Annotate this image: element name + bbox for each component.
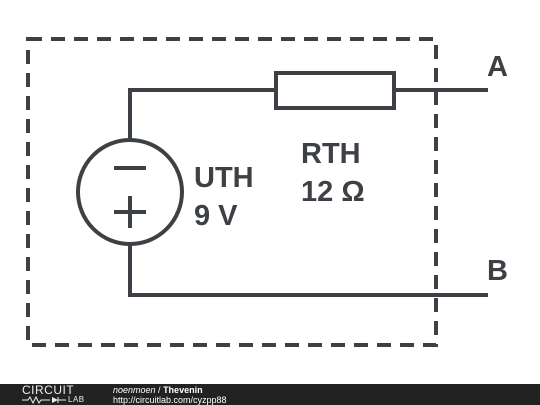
author-link[interactable]: noenmoen [113,385,156,395]
source-value: 9 V [194,200,238,232]
resistor-rth [274,71,396,110]
resistor-value: 12 Ω [301,176,365,208]
source-label: UTH [194,162,254,194]
logo-text-bottom: LAB [68,395,85,404]
voltage-source-uth [76,138,184,246]
terminal-b-label: B [487,255,508,287]
footer-attribution: noenmoen / Thevenin [113,385,203,395]
thevenin-box-outline [26,37,438,347]
logo-circuit-icon [22,395,66,405]
wire-top-left [128,88,276,140]
footer-bar: CIRCUIT LAB noenmoen / Thevenin http://c… [0,384,540,405]
circuitlab-logo[interactable]: CIRCUIT LAB [0,384,100,405]
terminal-a-label: A [487,51,508,83]
circuit-schematic: UTH 9 V RTH 12 Ω A B [26,37,508,347]
resistor-label: RTH [301,138,361,170]
logo-text-top: CIRCUIT [22,383,75,397]
wire-bottom [128,244,488,297]
attribution-separator: / [155,385,164,395]
circuit-url[interactable]: http://circuitlab.com/cyzpp88 [113,395,227,405]
circuit-title[interactable]: Thevenin [163,385,203,395]
